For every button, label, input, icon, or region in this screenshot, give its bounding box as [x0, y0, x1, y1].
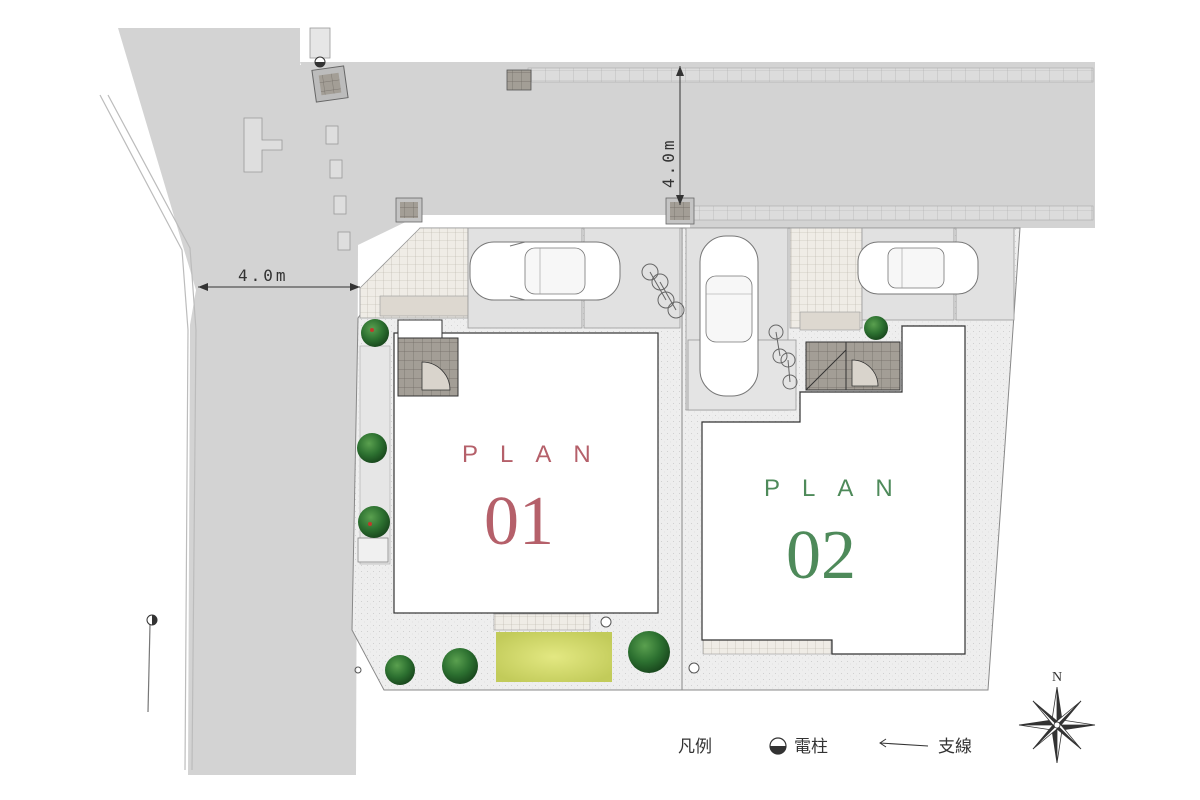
guy-wire-icon — [879, 738, 929, 748]
west-road — [118, 28, 358, 775]
tree-icon — [385, 655, 415, 685]
road-marking-box — [309, 27, 331, 59]
tree-icon — [358, 506, 390, 538]
plan-02-word: PLAN — [764, 475, 915, 502]
entry-step-02 — [799, 311, 861, 331]
manhole-icon — [665, 197, 695, 225]
tree-icon — [628, 631, 670, 673]
drain-icon — [600, 616, 612, 628]
utility-pole-icon — [769, 737, 787, 755]
meter-box — [357, 537, 389, 563]
entry-step — [379, 295, 469, 317]
plan-02-footprint — [701, 325, 966, 655]
car-icon — [699, 235, 759, 397]
legend: 凡例 電柱 支線 — [678, 737, 972, 757]
tree-icon — [357, 433, 387, 463]
legend-pole-label: 電柱 — [794, 737, 828, 757]
dimension-label-west: 4.0m — [238, 266, 289, 285]
boundary-marker-icon — [354, 666, 362, 674]
compass-north-label: N — [1052, 670, 1062, 685]
door-swing-01 — [421, 361, 451, 391]
legend-guy-wire-label: 支線 — [938, 737, 972, 757]
drain-icon — [688, 662, 700, 674]
north-road — [300, 62, 1095, 245]
utility-pole-icon — [314, 56, 326, 68]
tree-icon — [864, 316, 888, 340]
dimension-west-road: 4.0m — [198, 266, 360, 291]
guy-wire-west — [147, 624, 151, 713]
entry-tile-area-02 — [789, 227, 863, 329]
tree-icon — [361, 319, 389, 347]
manhole-icon — [311, 65, 349, 103]
west-sidewalk-line-inner — [107, 94, 197, 771]
dimension-north-road: 4.0m — [659, 66, 684, 205]
bicycle-icon — [768, 324, 798, 390]
road-marking-t — [243, 117, 283, 173]
plan-02-house: PLAN 02 — [701, 325, 966, 655]
manhole-icon — [395, 197, 423, 223]
road-network — [99, 27, 1095, 775]
stair-diagonal — [805, 349, 847, 391]
road-dash — [329, 159, 343, 179]
entrance-hall-02 — [805, 341, 847, 391]
west-sidewalk-line — [99, 94, 189, 771]
plan-01-word: PLAN — [462, 441, 613, 468]
bicycle-icon — [641, 263, 685, 319]
road-dash — [325, 125, 339, 145]
trees — [357, 316, 888, 685]
tree-icon — [442, 648, 478, 684]
car-icon — [857, 241, 979, 295]
compass-rose-icon: N — [1018, 670, 1096, 764]
utility-pole-icon — [146, 614, 158, 626]
north-curb-top — [527, 67, 1094, 83]
entrance-porch-01 — [397, 319, 443, 339]
plan-01-house: PLAN 01 — [393, 319, 659, 614]
road-dash — [337, 231, 351, 251]
lawn-area — [496, 632, 612, 682]
legend-title: 凡例 — [678, 737, 712, 757]
dimension-label-north: 4.0m — [659, 137, 678, 188]
manhole-icon — [506, 69, 532, 91]
road-dash — [333, 195, 347, 215]
door-swing-02 — [851, 359, 879, 387]
plan-02-number: 02 — [786, 517, 856, 594]
plan-01-number: 01 — [484, 483, 554, 560]
rear-step-01 — [493, 613, 591, 631]
north-curb-bottom — [689, 205, 1094, 221]
entry-tile-area — [359, 227, 469, 319]
car-icon — [469, 241, 621, 301]
